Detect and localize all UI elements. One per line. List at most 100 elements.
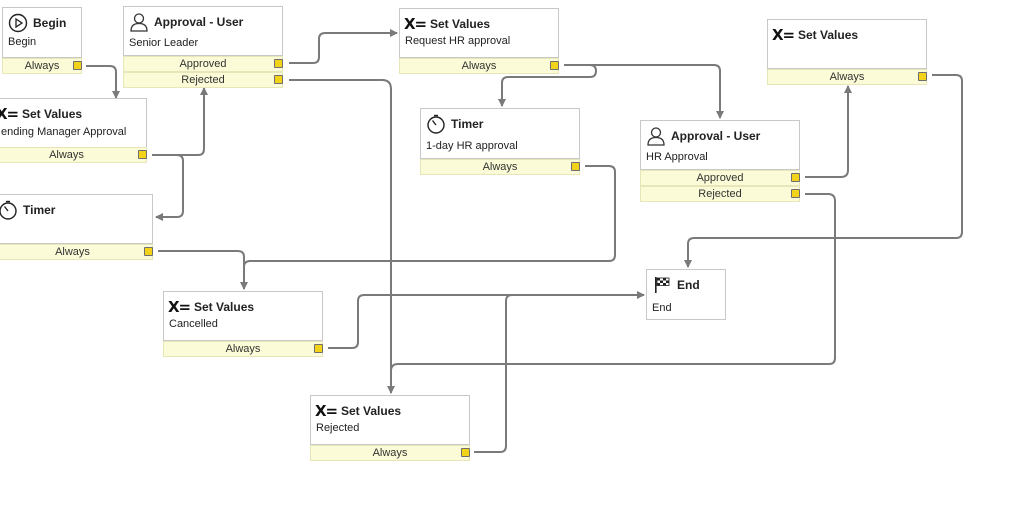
port-label: Rejected	[181, 74, 225, 86]
node-title: Set Values	[22, 107, 83, 121]
port-handle[interactable]	[791, 189, 800, 198]
port-label: Approved	[696, 172, 744, 184]
port-handle[interactable]	[314, 344, 323, 353]
node-approval-senior-leader[interactable]: Approval - User Senior Leader Approved R…	[123, 6, 283, 89]
node-subtitle: 1-day HR approval	[426, 140, 518, 152]
node-approval-hr[interactable]: Approval - User HR Approval Approved Rej…	[640, 120, 800, 203]
port-label: Approved	[179, 58, 227, 70]
assign-icon: X=	[314, 402, 338, 420]
checkered-flag-icon	[652, 275, 672, 295]
node-title: Timer	[23, 203, 56, 217]
node-subtitle: Begin	[8, 36, 37, 48]
connector-pending-to-timer	[152, 154, 184, 221]
node-title: Set Values	[798, 28, 859, 42]
port-handle[interactable]	[571, 162, 580, 171]
node-setval-request-hr[interactable]: X= Set Values Request HR approval Always	[399, 8, 559, 74]
port-handle[interactable]	[73, 61, 82, 70]
node-end-box[interactable]: End End	[646, 269, 726, 320]
node-setval-box[interactable]: X= Set Values Cancelled	[163, 291, 323, 341]
port-rejected[interactable]: Rejected	[640, 186, 800, 202]
port-handle[interactable]	[791, 173, 800, 182]
node-setval-box[interactable]: X= Set Values	[767, 19, 927, 69]
port-label: Always	[482, 161, 518, 173]
assign-icon: X=	[771, 26, 795, 44]
user-icon	[646, 126, 666, 146]
port-handle[interactable]	[144, 247, 153, 256]
assign-icon: X=	[0, 105, 19, 123]
port-always[interactable]: Always	[0, 147, 147, 163]
node-timer-box[interactable]: Timer 1-day HR approval	[420, 108, 580, 159]
node-setval-box[interactable]: X= Set Values Rejected	[310, 395, 470, 445]
node-approval-box[interactable]: Approval - User Senior Leader	[123, 6, 283, 56]
node-setval-box[interactable]: X= Set Values Request HR approval	[399, 8, 559, 58]
port-approved[interactable]: Approved	[640, 170, 800, 186]
connector-request-hr-to-approval-hr	[564, 64, 724, 119]
node-timer-hr[interactable]: Timer 1-day HR approval Always	[420, 108, 580, 175]
node-title: End	[677, 278, 700, 292]
node-subtitle: Rejected	[316, 422, 360, 434]
port-always[interactable]: Always	[2, 58, 82, 74]
node-setval-rejected[interactable]: X= Set Values Rejected Always	[310, 395, 470, 461]
play-icon	[8, 13, 28, 33]
port-always[interactable]: Always	[0, 244, 153, 260]
port-always[interactable]: Always	[420, 159, 580, 175]
connector-cancelled-to-end	[328, 291, 645, 349]
node-subtitle: Request HR approval	[405, 35, 511, 47]
connector-begin-to-pending	[86, 65, 120, 99]
node-setval-box[interactable]: X= Set Values ending Manager Approval	[0, 98, 147, 149]
port-handle[interactable]	[918, 72, 927, 81]
node-title: Set Values	[341, 404, 402, 418]
port-handle[interactable]	[274, 75, 283, 84]
timer-icon	[0, 200, 18, 220]
connector-pending-to-approval	[152, 87, 208, 156]
port-label: Rejected	[698, 188, 742, 200]
node-setval-cancelled[interactable]: X= Set Values Cancelled Always	[163, 291, 323, 357]
node-approval-box[interactable]: Approval - User HR Approval	[640, 120, 800, 170]
assign-icon: X=	[403, 15, 427, 33]
port-approved[interactable]: Approved	[123, 56, 283, 72]
port-always[interactable]: Always	[310, 445, 470, 461]
port-always[interactable]: Always	[163, 341, 323, 357]
port-handle[interactable]	[274, 59, 283, 68]
port-handle[interactable]	[550, 61, 559, 70]
node-timer-left[interactable]: Timer Always	[0, 194, 153, 260]
connector-timer-left-to-cancelled	[158, 250, 245, 268]
node-begin-box[interactable]: Begin Begin	[2, 7, 82, 58]
port-label: Always	[24, 60, 60, 72]
node-subtitle: ending Manager Approval	[1, 126, 127, 138]
port-label: Always	[461, 60, 497, 72]
node-timer-box[interactable]: Timer	[0, 194, 153, 244]
node-subtitle: Senior Leader	[129, 37, 199, 49]
node-setval-pending[interactable]: X= Set Values ending Manager Approval Al…	[0, 98, 147, 164]
node-title: Timer	[451, 117, 484, 131]
connector-hr-rejected-to-setval-rejected	[390, 193, 836, 372]
port-label: Always	[225, 343, 261, 355]
connector-rejected-to-end	[474, 294, 600, 453]
port-label: Always	[829, 71, 865, 83]
node-setval-top-right[interactable]: X= Set Values Always	[767, 19, 927, 85]
port-always[interactable]: Always	[399, 58, 559, 74]
user-icon	[129, 12, 149, 32]
node-title: Set Values	[194, 300, 255, 314]
node-subtitle: HR Approval	[646, 151, 708, 163]
connector-approved-to-request-hr	[289, 29, 398, 64]
node-title: Set Values	[430, 17, 491, 31]
node-begin[interactable]: Begin Begin Always	[2, 7, 82, 74]
node-end[interactable]: End End	[646, 269, 726, 320]
port-handle[interactable]	[461, 448, 470, 457]
node-subtitle: End	[652, 302, 672, 314]
connector-timer-hr-to-cancelled	[240, 165, 616, 290]
port-always[interactable]: Always	[767, 69, 927, 85]
node-title: Approval - User	[154, 15, 244, 29]
port-label: Always	[55, 246, 90, 258]
port-label: Always	[372, 447, 408, 459]
assign-icon: X=	[167, 298, 191, 316]
timer-icon	[426, 114, 446, 134]
node-title: Begin	[33, 16, 67, 30]
port-rejected[interactable]: Rejected	[123, 72, 283, 88]
port-handle[interactable]	[138, 150, 147, 159]
node-title: Approval - User	[671, 129, 761, 143]
node-subtitle: Cancelled	[169, 318, 218, 330]
connector-hr-approved-to-setval	[805, 85, 852, 178]
